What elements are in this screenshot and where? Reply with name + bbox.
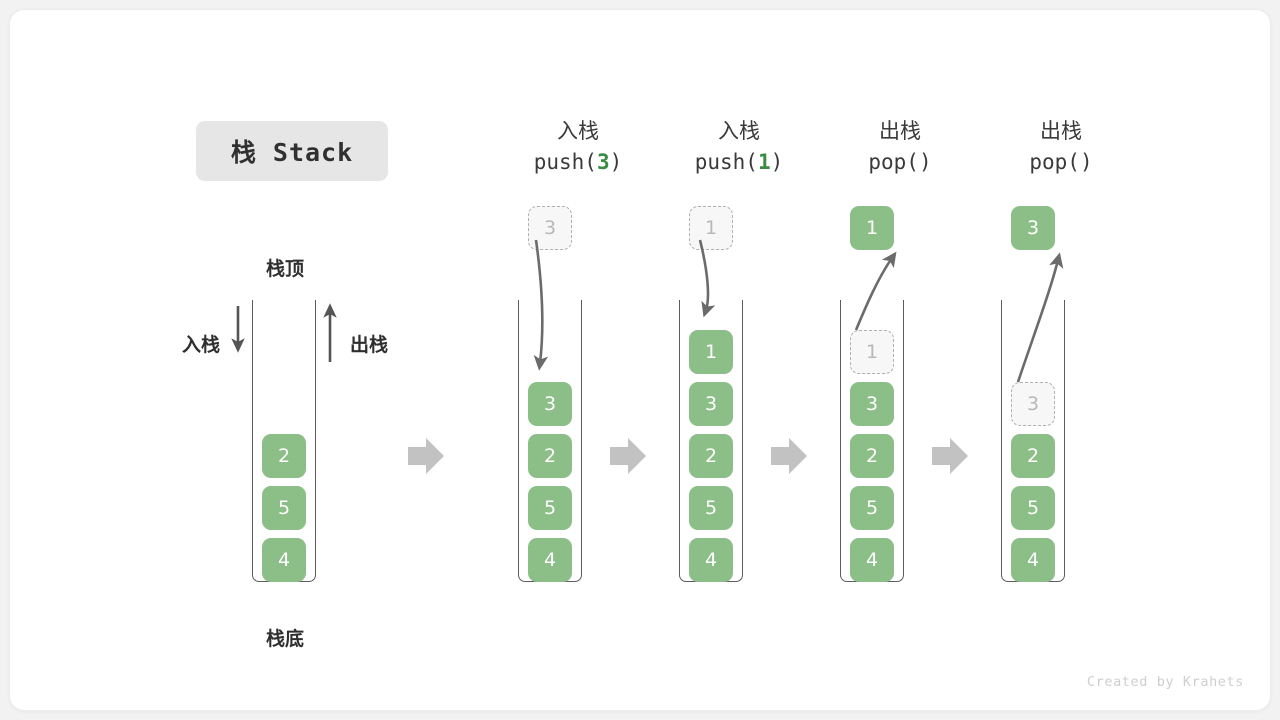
column-header-code: push(3) [533, 150, 623, 174]
stack-cell: 3 [689, 382, 733, 426]
stack-cell: 2 [689, 434, 733, 478]
column-header-cjk: 入栈 [557, 119, 599, 143]
step-arrow-1 [408, 438, 444, 474]
column-header-pop-1: 出栈 pop() [800, 116, 1000, 178]
column-header-cjk: 出栈 [879, 119, 921, 143]
footer-credit: Created by Krahets [1086, 674, 1244, 690]
stack-cell: 2 [528, 434, 572, 478]
stack-cell: 3 [528, 382, 572, 426]
stack-cell: 4 [689, 538, 733, 582]
stack-top-label: 栈顶 [266, 258, 305, 280]
diagram-card: 栈 Stack 栈顶 栈底 入栈 出栈 入栈 push(3) 入栈 push(1… [10, 10, 1270, 710]
stack-cell: 4 [850, 538, 894, 582]
stack-cell: 2 [1011, 434, 1055, 478]
stack-cell: 4 [262, 538, 306, 582]
stack-cell: 4 [1011, 538, 1055, 582]
diagram-title-badge: 栈 Stack [196, 121, 388, 181]
step-arrow-3 [771, 438, 807, 474]
stack-cell: 5 [528, 486, 572, 530]
push-direction-label: 入栈 [182, 334, 221, 356]
stack-cell: 3 [850, 382, 894, 426]
column-header-cjk: 出栈 [1040, 119, 1082, 143]
column-header-code: push(1) [694, 150, 784, 174]
stack-cell: 1 [689, 330, 733, 374]
stack-cell: 3 [1011, 382, 1055, 426]
arrows-overlay [231, 239, 1064, 474]
step-arrow-4 [932, 438, 968, 474]
column-header-push-1: 入栈 push(1) [639, 116, 839, 178]
column-header-code: pop() [1029, 150, 1093, 174]
stack-cell: 5 [850, 486, 894, 530]
popped-element: 1 [850, 206, 894, 250]
popped-element: 3 [1011, 206, 1055, 250]
column-header-cjk: 入栈 [718, 119, 760, 143]
step-arrow-2 [610, 438, 646, 474]
pop-direction-label: 出栈 [350, 334, 389, 356]
stack-cell: 2 [262, 434, 306, 478]
column-header-pop-3: 出栈 pop() [961, 116, 1161, 178]
column-header-push-3: 入栈 push(3) [478, 116, 678, 178]
stack-cell: 5 [689, 486, 733, 530]
stack-bottom-label: 栈底 [266, 628, 305, 650]
stack-cell: 1 [850, 330, 894, 374]
column-header-code: pop() [868, 150, 932, 174]
page-title: 栈 Stack [230, 138, 354, 167]
stack-cell: 5 [262, 486, 306, 530]
incoming-element: 1 [689, 206, 733, 250]
stack-cell: 5 [1011, 486, 1055, 530]
stack-cell: 2 [850, 434, 894, 478]
incoming-element: 3 [528, 206, 572, 250]
stack-cell: 4 [528, 538, 572, 582]
